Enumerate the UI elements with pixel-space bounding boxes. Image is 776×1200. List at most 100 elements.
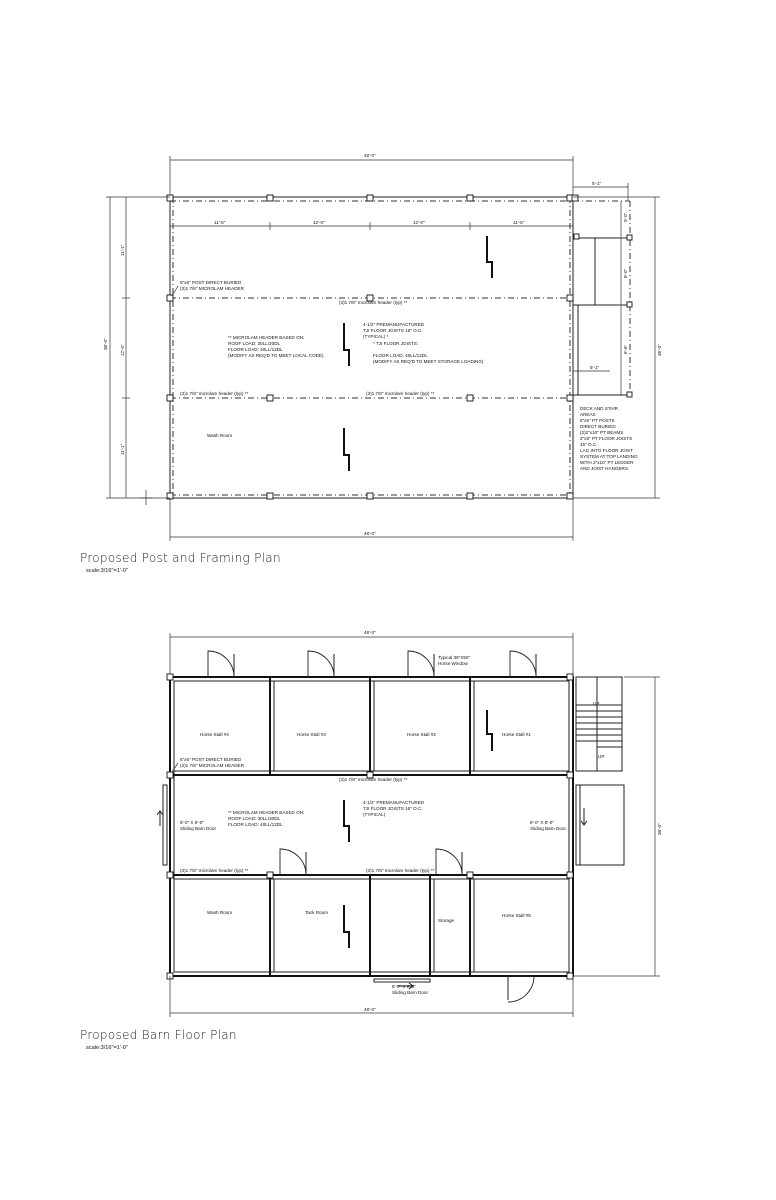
label-wash-room-top: Wash Room [207, 433, 232, 438]
deck-note-line: DIRECT BURIED [580, 424, 616, 429]
deck-notes: DECK AND STAIR AREAS 6"x6" PT POSTS DIRE… [580, 406, 638, 471]
deck-note-line: WITH 2"x10" PT LEDGER [580, 460, 634, 465]
dim-deck-bottom: 5'-1" [590, 365, 600, 370]
note-joist3: (TYPICAL) * [363, 334, 388, 339]
title-post-framing-plan: Proposed Post and Framing Plan [80, 551, 281, 565]
note-floor-load-floor: FLOOR LOAD: 40LL/12DL [228, 822, 283, 827]
note-joist2-floor: TJI FLOOR JOISTS 16" O.C. [363, 806, 423, 811]
dim-floor-right-overall: 36'-0" [657, 823, 662, 835]
note-header-typ-top: (3)1 7/8" microlam header (typ) ** [339, 300, 407, 305]
deck-note-line: 6"x6" PT POSTS [580, 418, 615, 423]
note-window1: Typical 36"X50" [438, 655, 470, 660]
label-stair-up2: UP [598, 754, 604, 759]
scale-post-framing-plan: scale:3/16"=1'-0" [86, 568, 128, 574]
note-microlam-header: (3)1 7/8" MICROLAM HEADER [180, 286, 245, 291]
deck-note-line: LAG INTO FLOOR JOIST [580, 448, 633, 453]
note-header-typ-right-floor: (3)1 7/8" microlam header (typ) ** [366, 868, 434, 873]
note-header-typ-left: (3)1 7/8" microlam header (typ) ** [180, 391, 248, 396]
deck-note-line: 16" O.C. [580, 442, 597, 447]
stairs: UP UP [575, 676, 625, 866]
note-floor-load: FLOOR LOAD: 40LL/12DL [228, 347, 283, 352]
note-roof-load-floor: ROOF LOAD: 30LL/20DL [228, 816, 281, 821]
note-header-typ-right: (3)1 7/8" microlam header (typ) ** [366, 391, 434, 396]
dim-right-overall: 36'-0" [657, 344, 662, 356]
dim-bay4: 11'-6" [513, 220, 525, 225]
joist-arrow [343, 800, 350, 842]
note-header-typ-top-floor: (3)1 7/8" microlam header (typ) ** [339, 777, 407, 782]
label-storage: Storage [438, 918, 455, 923]
note-tji2: FLOOR LOAD: 40LL/12DL [373, 353, 428, 358]
deck-note-line: AREAS [580, 412, 596, 417]
note-door-right2: Sliding Barn Door [530, 826, 566, 831]
note-microlam-based: ** MICROLAM HEADER BASED ON: [228, 335, 304, 340]
joist-arrow-mid [343, 323, 350, 366]
label-stair-up: UP [593, 701, 599, 706]
door-swing [207, 650, 235, 678]
label-stall1: Horse Stall #1 [502, 732, 531, 737]
dim-bay2: 12'-0" [313, 220, 325, 225]
note-tji1: * TJI FLOOR JOISTS: [373, 341, 418, 346]
door-swing [407, 650, 435, 678]
floor-posts [166, 673, 574, 980]
note-joist2: TJI FLOOR JOISTS 16" O.C. [363, 328, 423, 333]
door-swing [307, 650, 335, 678]
barn-floor-plan: 48'-0" [80, 630, 662, 1051]
deck-note-line: DECK AND STAIR [580, 406, 619, 411]
label-wash-room: Wash Room [207, 910, 232, 915]
label-stall5: Horse Stall #5 [502, 913, 531, 918]
note-modify: (MODIFY AS REQ'D TO MEET LOCAL CODE) [228, 353, 324, 358]
deck-note-line: 2"x8" PT FLOOR JOISTS [580, 436, 632, 441]
dim-deck-seg3: 6'-6" [623, 344, 628, 354]
label-stall4: Horse Stall #4 [200, 732, 229, 737]
dim-overall-bottom: 48'-0" [364, 531, 376, 536]
title-barn-floor-plan: Proposed Barn Floor Plan [80, 1028, 237, 1042]
deck-framing: 5'-0" 8'-0" 6'-6" 5'-1" [573, 200, 633, 398]
post-framing-plan: 48'-0" 5'-1" 11'-6" 12'-0" 12'-0" 11'-6" [80, 153, 662, 574]
dim-floor-overall-top: 48'-0" [364, 630, 376, 635]
deck-note-line: (2)2"x10" PT BEAMS [580, 430, 623, 435]
note-door-bottom1: 8'-0" X 8'-0" [392, 984, 416, 989]
dim-floor-overall-bottom: 48'-0" [364, 1007, 376, 1012]
note-microlam-based-floor: ** MICROLAM HEADER BASED ON: [228, 810, 304, 815]
joist-arrow [486, 710, 493, 751]
note-window2: Horse Window [438, 661, 469, 666]
note-microlam-header-floor: (3)1 7/8" MICROLAM HEADER [180, 763, 245, 768]
dim-deck-seg2: 8'-0" [623, 268, 628, 278]
dim-left-overall: 36'-0" [103, 338, 108, 350]
note-joist3-floor: (TYPICAL) [363, 812, 386, 817]
door-swing [279, 848, 307, 876]
deck-note-line: AND JOIST HANGERS. [580, 466, 629, 471]
joist-arrow-lower [343, 428, 350, 471]
dim-overall-top: 48'-0" [364, 153, 376, 158]
joist-arrow-upper [486, 236, 493, 278]
door-swing [435, 848, 463, 876]
joist-arrow [343, 905, 350, 948]
label-stall2: Horse Stall #2 [407, 732, 436, 737]
stall-doors [207, 650, 537, 1003]
note-post-direct-floor: 6"x6" POST DIRECT BURIED [180, 757, 242, 762]
door-swing [509, 650, 537, 678]
note-tji3: (MODIFY AS REQ'D TO MEET STORAGE LOADING… [373, 359, 484, 364]
scale-barn-floor-plan: scale:3/16"=1'-0" [86, 1045, 128, 1051]
dim-bay1: 11'-6" [214, 220, 226, 225]
note-door-right1: 8'-0" X 8'-0" [530, 820, 554, 825]
note-header-typ-left-floor: (3)1 7/8" microlam header (typ) ** [180, 868, 248, 873]
note-post-direct: 6"x6" POST DIRECT BURIED [180, 280, 242, 285]
label-stall3: Horse Stall #3 [297, 732, 326, 737]
note-door-left1: 8'-0" X 8'-0" [180, 820, 204, 825]
label-tack-room: Tack Room [305, 910, 328, 915]
dim-left-upper: 11'-1" [120, 244, 125, 256]
dim-left-lower: 11'-1" [120, 443, 125, 455]
posts [166, 194, 579, 500]
dim-deck-top: 5'-1" [592, 181, 602, 186]
dim-deck-seg1: 5'-0" [623, 212, 628, 222]
dim-left-mid: 12'-0" [120, 344, 125, 356]
note-joist1: 4-1/2" PREMANUFACTURED [363, 322, 425, 327]
dim-bay3: 12'-0" [413, 220, 425, 225]
note-roof-load: ROOF LOAD: 30LL/20DL [228, 341, 281, 346]
note-door-left2: Sliding Barn Door [180, 826, 216, 831]
lower-room-walls [170, 874, 573, 976]
note-door-bottom2: Sliding Barn Door [392, 990, 428, 995]
